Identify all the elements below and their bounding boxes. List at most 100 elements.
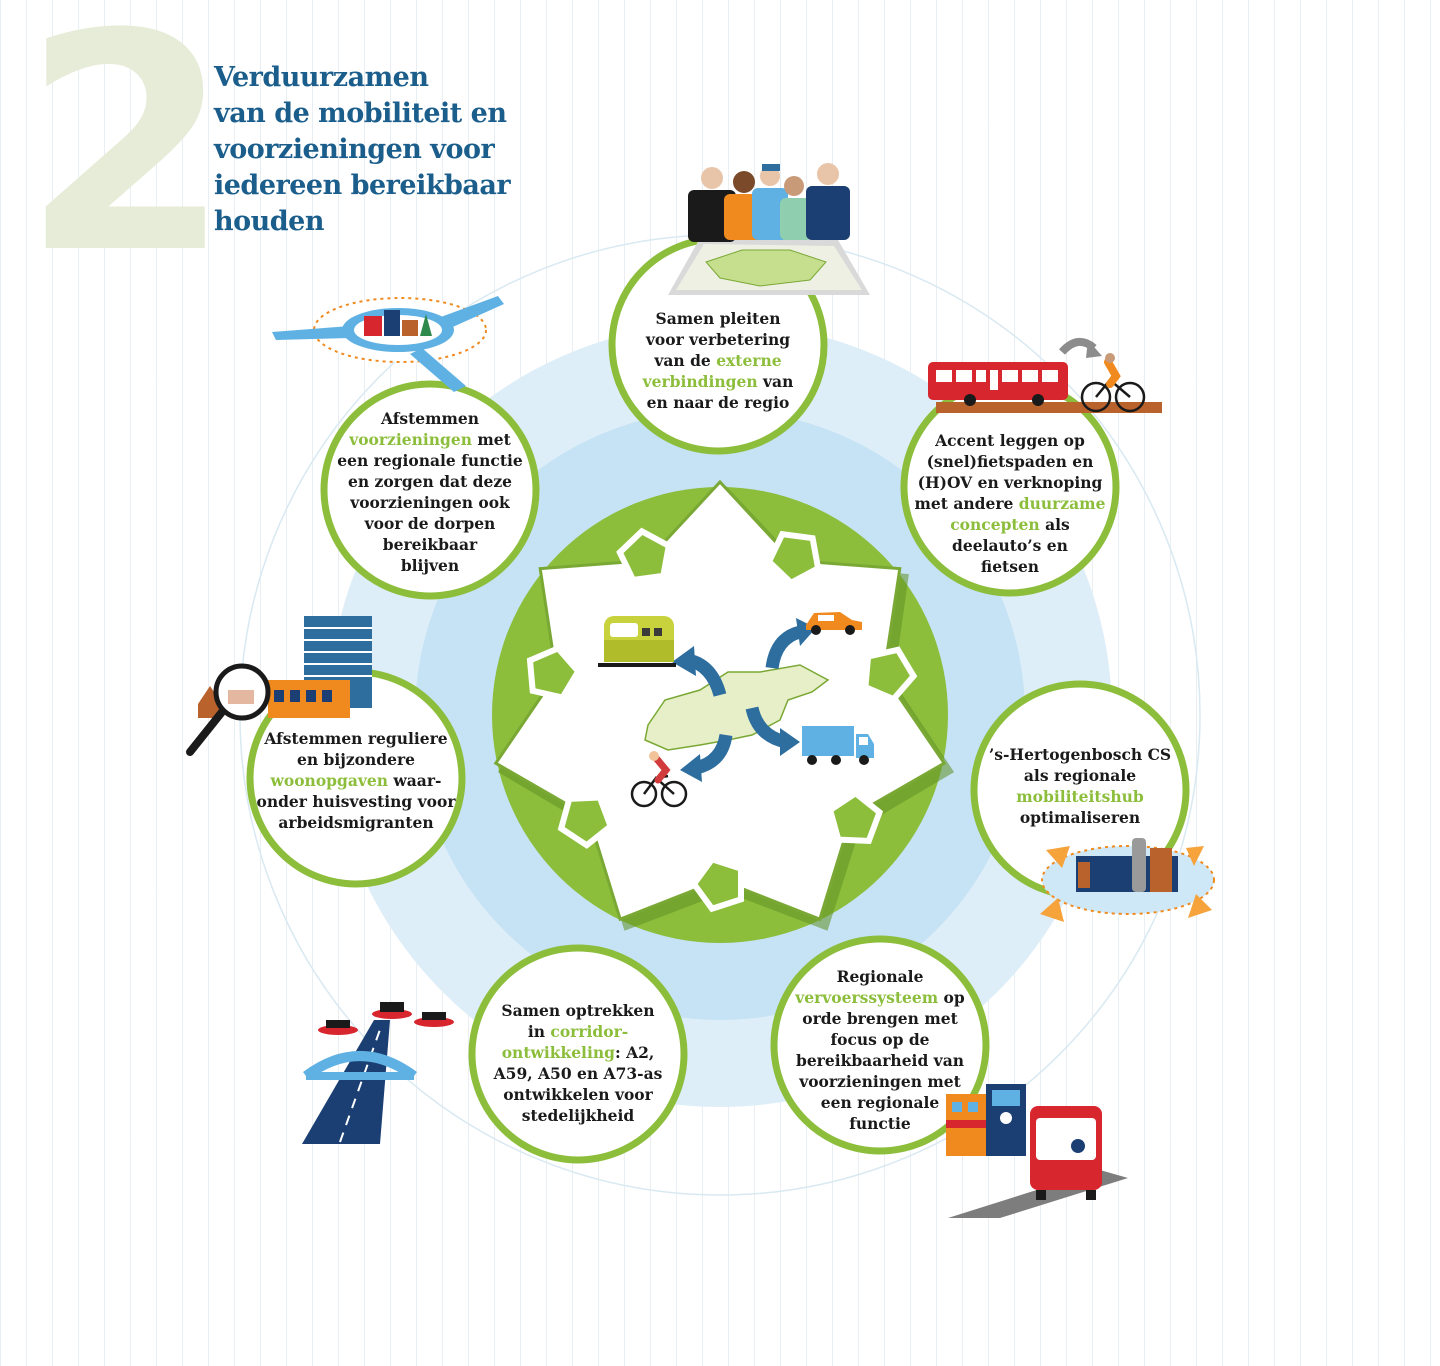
topic-text-segment: bereikbaar xyxy=(382,535,478,554)
bastion xyxy=(526,644,582,702)
topic-text-line: arbeidsmigranten xyxy=(256,812,456,833)
topic-text-fiets: Accent leggen op(snel)fietspaden en(H)OV… xyxy=(914,430,1106,577)
bastion xyxy=(557,794,615,849)
topic-text-line: voor de dorpen xyxy=(336,513,524,534)
topic-keyword: mobiliteitshub xyxy=(1016,787,1144,806)
highway-bridge-icon xyxy=(302,1002,454,1144)
topic-text-segment: Samen optrekken xyxy=(501,1001,655,1020)
bastion xyxy=(765,530,822,587)
topic-text-segment: A59, A50 en A73-as xyxy=(493,1064,663,1083)
topic-text-line: Regionale xyxy=(786,966,974,987)
topic-text-line: Afstemmen xyxy=(336,408,524,429)
topic-text-segment: (H)OV en verknoping xyxy=(917,473,1103,492)
bus-bicycle-icon xyxy=(928,338,1162,413)
topic-text-segment: bereikbaarheid van xyxy=(795,1051,965,1070)
topic-text-line: van de externe xyxy=(626,350,810,371)
bastion xyxy=(616,527,673,584)
topic-text-line: bereikbaar xyxy=(336,534,524,555)
topic-keyword: woonopgaven xyxy=(270,771,389,790)
title-line: iedereen bereikbaar xyxy=(214,170,511,201)
topic-text-line: fietsen xyxy=(914,556,1106,577)
topic-text-segment: stedelijkheid xyxy=(521,1106,635,1125)
center-arrows xyxy=(672,618,816,782)
topic-text-segment: onder huisvesting voor xyxy=(256,792,456,811)
topic-text-segment: fietsen xyxy=(980,557,1040,576)
topic-text-line: Samen optrekken xyxy=(486,1000,670,1021)
topic-text-line: woonopgaven waar- xyxy=(256,770,456,791)
topic-keyword: concepten xyxy=(950,515,1040,534)
topic-text-line: voorzieningen met xyxy=(786,1071,974,1092)
topic-keyword: voorzieningen xyxy=(349,430,472,449)
bastion xyxy=(826,789,884,844)
bicycle-icon xyxy=(630,751,688,808)
topic-text-segment: Regionale xyxy=(836,967,924,986)
topic-text-segment: waar- xyxy=(388,771,442,790)
topic-text-line: stedelijkheid xyxy=(486,1105,670,1126)
topic-text-segment: met andere xyxy=(914,494,1019,513)
bastion xyxy=(862,646,918,703)
topic-text-segment: en naar de regio xyxy=(646,393,790,412)
topic-text-segment: functie xyxy=(849,1114,911,1133)
topic-text-line: concepten als xyxy=(914,514,1106,535)
title-line: voorzieningen voor xyxy=(214,134,495,165)
train-icon xyxy=(598,616,676,667)
topic-text-segment: arbeidsmigranten xyxy=(278,813,434,832)
topic-text-line: een regionale functie xyxy=(336,450,524,471)
topic-text-line: bereikbaarheid van xyxy=(786,1050,974,1071)
bastion xyxy=(690,855,744,913)
topic-text-line: en zorgen dat deze xyxy=(336,471,524,492)
topic-text-line: als regionale xyxy=(986,765,1174,786)
topic-text-line: functie xyxy=(786,1113,974,1134)
topic-text-line: (H)OV en verknoping xyxy=(914,472,1106,493)
topic-text-segment: op xyxy=(938,988,965,1007)
arrow-car xyxy=(765,625,802,670)
page-title: Verduurzamen van de mobiliteit en voorzi… xyxy=(214,60,514,240)
roundabout-village-icon xyxy=(272,296,504,392)
topic-text-segment: ’s-Hertogenbosch CS xyxy=(988,745,1172,764)
topic-keyword: verbindingen xyxy=(642,372,758,391)
topic-text-segment: focus op de xyxy=(830,1030,930,1049)
title-line: houden xyxy=(214,206,324,237)
topic-text-line: focus op de xyxy=(786,1029,974,1050)
topic-keyword: vervoerssysteem xyxy=(795,988,939,1007)
topic-keyword: externe xyxy=(716,351,782,370)
title-line: Verduurzamen xyxy=(214,62,429,93)
topic-circle-vervoer xyxy=(770,935,990,1155)
truck-icon xyxy=(802,726,874,765)
magnifier-houses-icon xyxy=(186,616,372,756)
topic-text-line: en naar de regio xyxy=(626,392,810,413)
topic-text-segment: deelauto’s en xyxy=(952,536,1068,555)
topic-text-line: en bijzondere xyxy=(256,749,456,770)
topic-text-segment: Afstemmen reguliere xyxy=(264,729,448,748)
topic-circle-voorzieningen xyxy=(320,380,540,600)
topic-text-segment: blijven xyxy=(400,556,460,575)
topic-text-segment: en zorgen dat deze xyxy=(348,472,512,491)
topic-text-line: vervoerssysteem op xyxy=(786,987,974,1008)
arrow-head-bicycle xyxy=(680,754,702,782)
car-icon xyxy=(806,612,862,635)
topic-text-line: in corridor- xyxy=(486,1021,670,1042)
topic-text-segment: ontwikkelen voor xyxy=(503,1085,653,1104)
topic-text-line: orde brengen met xyxy=(786,1008,974,1029)
topic-text-line: verbindingen van xyxy=(626,371,810,392)
topic-text-segment: een regionale functie xyxy=(337,451,523,470)
topic-text-segment: : A2, xyxy=(614,1043,655,1062)
topic-text-line: deelauto’s en xyxy=(914,535,1106,556)
bastions xyxy=(526,527,918,913)
arrow-head-car xyxy=(796,618,816,646)
topic-text-line: voorzieningen met xyxy=(336,429,524,450)
title-line: van de mobiliteit en xyxy=(214,98,507,129)
topic-text-line: Afstemmen reguliere xyxy=(256,728,456,749)
topic-text-line: voorzieningen ook xyxy=(336,492,524,513)
topic-text-line: een regionale xyxy=(786,1092,974,1113)
topic-text-segment: Samen pleiten xyxy=(655,309,781,328)
topic-text-segment: als xyxy=(1039,515,1070,534)
topic-circle-corridor xyxy=(468,944,688,1164)
topic-text-line: Accent leggen op xyxy=(914,430,1106,451)
bus-town-icon xyxy=(946,1084,1128,1218)
